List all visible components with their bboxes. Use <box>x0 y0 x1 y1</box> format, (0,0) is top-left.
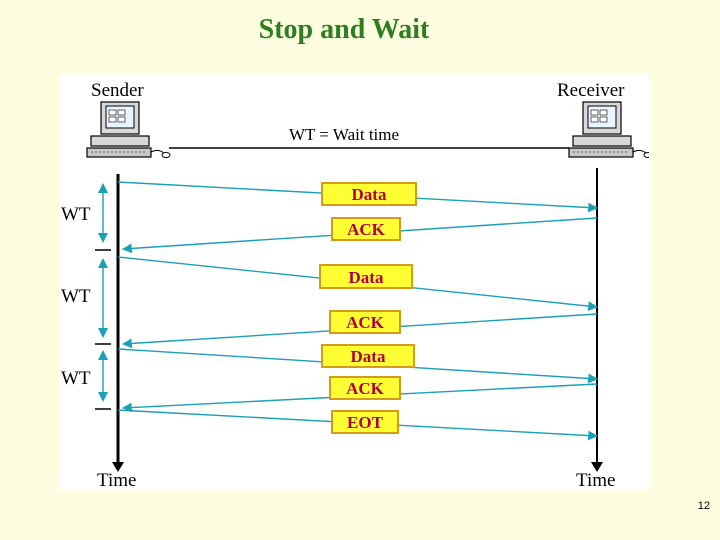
frame-ack-2: ACK <box>329 310 401 334</box>
frame-data-2: Data <box>319 264 413 289</box>
wait-time-legend: WT = Wait time <box>289 125 399 144</box>
frame-eot-label: EOT <box>347 413 384 432</box>
receiver-label: Receiver <box>557 80 625 101</box>
frame-ack-2-label: ACK <box>346 313 385 332</box>
wait-time-bracket-2 <box>95 258 111 345</box>
frame-data-2-label: Data <box>349 268 384 287</box>
wait-label-3: WT <box>61 368 91 389</box>
time-label-left: Time <box>97 470 136 490</box>
time-label-right: Time <box>576 470 615 490</box>
frame-ack-3-label: ACK <box>346 379 385 398</box>
wait-label-2: WT <box>61 286 91 307</box>
frame-ack-1: ACK <box>331 217 401 241</box>
sender-label: Sender <box>91 80 144 101</box>
wait-label-1: WT <box>61 204 91 225</box>
sender-timeline-arrowhead <box>112 462 124 472</box>
frame-ack-3: ACK <box>329 376 401 400</box>
stop-and-wait-diagram: Sender Receiver <box>59 74 653 491</box>
frame-eot: EOT <box>331 410 399 434</box>
frame-data-1-label: Data <box>352 185 387 204</box>
page-number: 12 <box>697 500 710 512</box>
wait-time-bracket-1 <box>95 183 111 251</box>
wait-time-bracket-3 <box>95 350 111 410</box>
frame-data-3: Data <box>321 344 415 368</box>
slide-title: Stop and Wait <box>258 14 430 45</box>
receiver-timeline-arrowhead <box>591 462 603 472</box>
receiver-computer-icon <box>568 101 653 158</box>
frame-data-3-label: Data <box>351 347 386 366</box>
frame-data-1: Data <box>321 182 417 206</box>
frame-ack-1-label: ACK <box>347 220 386 239</box>
sender-computer-icon <box>86 101 171 158</box>
